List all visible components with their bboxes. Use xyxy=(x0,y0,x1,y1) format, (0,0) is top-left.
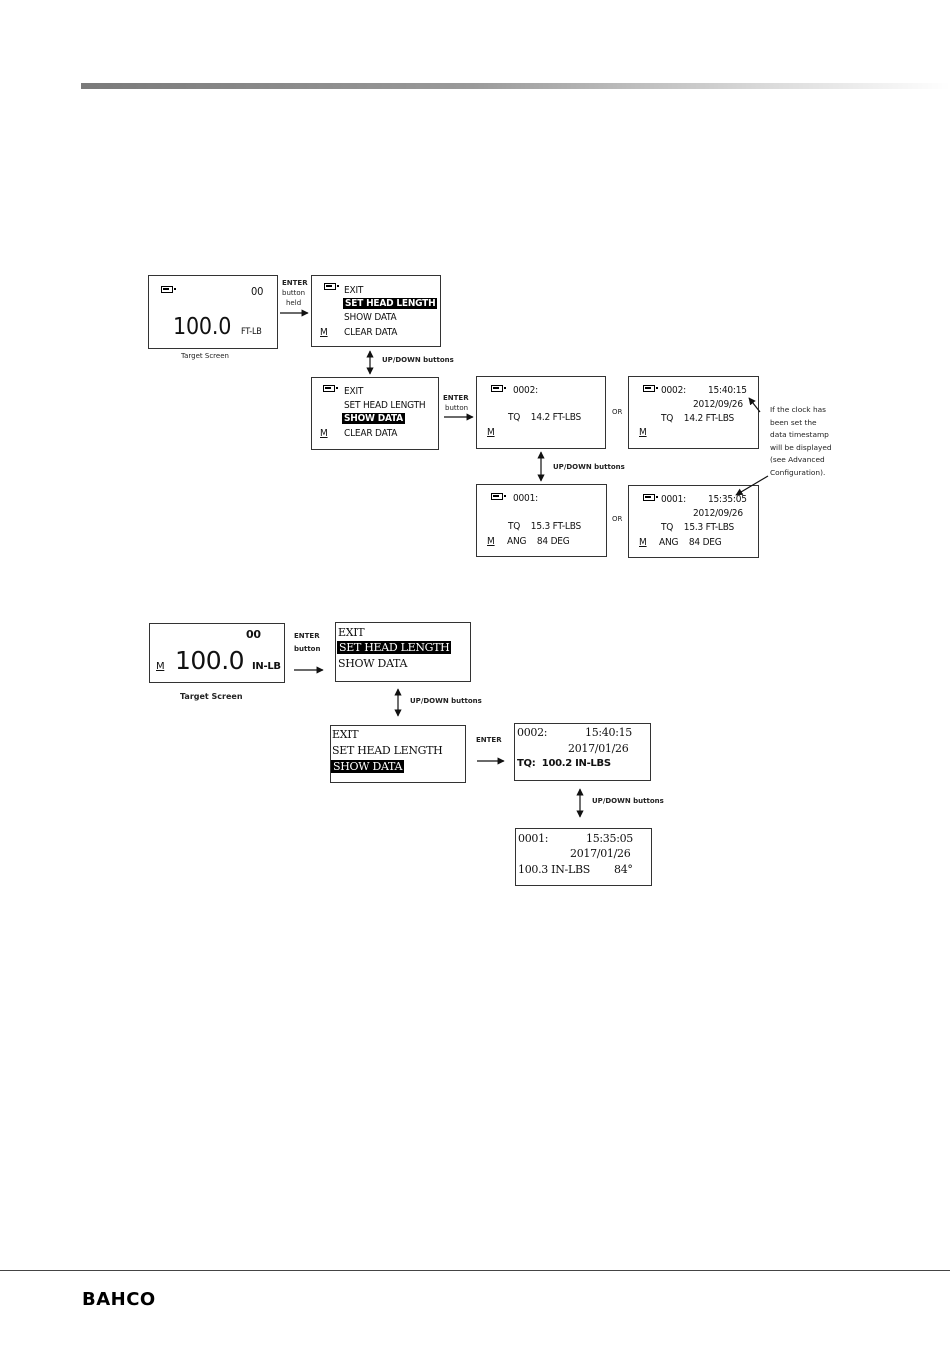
enter-held-label-1: ENTER xyxy=(282,279,308,287)
menu-item-show-data: SHOW DATA xyxy=(338,657,408,670)
record-angle: 84° xyxy=(614,863,633,876)
record-torque: TQ 14.2 FT-LBS xyxy=(508,412,582,423)
torque-value: 100.0 xyxy=(175,646,245,675)
battery-icon xyxy=(643,385,658,392)
menu-screen-show-data: EXIT SET HEAD LENGTH SHOW DATA M CLEAR D… xyxy=(311,377,439,450)
enter-button-label-1: ENTER xyxy=(294,632,320,640)
record-date: 2012/09/26 xyxy=(693,399,743,410)
enter-button-label-1: ENTER xyxy=(443,394,469,402)
updown-label-1: UP/DOWN buttons xyxy=(382,356,454,364)
battery-icon xyxy=(161,286,176,293)
bahco-logo: BAHCO xyxy=(82,1289,156,1310)
enter-button-label-2: button xyxy=(294,645,321,653)
memory-flag: M xyxy=(320,327,328,338)
record-angle: ANG 84 DEG xyxy=(659,537,722,548)
battery-icon xyxy=(324,283,339,290)
record-0001-screen: 0001: TQ 15.3 FT-LBS M ANG 84 DEG xyxy=(476,484,607,557)
record-id: 0001: xyxy=(518,832,549,845)
target-screen-caption: Target Screen xyxy=(180,692,243,701)
record-id: 0001: xyxy=(513,493,538,504)
updown-label-2: UP/DOWN buttons xyxy=(592,797,664,805)
target-screen-caption: Target Screen xyxy=(181,352,229,360)
memory-flag: M xyxy=(156,661,165,672)
footer-rule xyxy=(0,1270,950,1271)
record-0002-screen: 0002: TQ 14.2 FT-LBS M xyxy=(476,376,606,449)
record-0001-screen: 0001: 15:35:05 2017/01/26 100.3 IN-LBS 8… xyxy=(515,828,652,886)
target-screen-in: 00 M 100.0 IN-LB xyxy=(149,623,285,683)
arrow-note-1 xyxy=(748,397,761,413)
enter-label: ENTER xyxy=(476,736,502,744)
record-id: 0001: xyxy=(661,494,686,505)
record-0002-timestamp-screen: 0002: 15:40:15 2012/09/26 TQ 14.2 FT-LBS… xyxy=(628,376,759,449)
memory-count: 00 xyxy=(251,285,264,298)
arrow-note-2 xyxy=(735,475,769,496)
or-label-1: OR xyxy=(612,408,623,416)
record-0002-screen: 0002: 15:40:15 2017/01/26 TQ: 100.2 IN-L… xyxy=(514,723,651,781)
battery-icon xyxy=(643,494,658,501)
enter-button-label-2: button xyxy=(445,404,469,412)
record-torque: TQ 14.2 FT-LBS xyxy=(661,413,735,424)
record-id: 0002: xyxy=(513,385,538,396)
menu-item-exit: EXIT xyxy=(344,386,364,397)
menu-item-clear-data: CLEAR DATA xyxy=(344,428,398,439)
timestamp-note: If the clock has been set the data times… xyxy=(770,405,832,477)
record-torque: TQ: 100.2 IN-LBS xyxy=(517,758,611,769)
torque-unit: FT-LB xyxy=(241,327,262,337)
record-time: 15:40:15 xyxy=(585,726,633,739)
memory-flag: M xyxy=(320,428,328,439)
menu-item-set-head-length: SET HEAD LENGTH xyxy=(332,744,443,757)
record-date: 2017/01/26 xyxy=(568,742,629,755)
battery-icon xyxy=(491,385,506,392)
menu-screen-set-head: EXIT SET HEAD LENGTH SHOW DATA M CLEAR D… xyxy=(311,275,441,347)
enter-held-label-3: held xyxy=(286,299,302,307)
enter-held-label-2: button xyxy=(282,289,306,297)
updown-label-1: UP/DOWN buttons xyxy=(410,697,482,705)
record-torque: TQ 15.3 FT-LBS xyxy=(661,522,735,533)
target-screen-ft: 00 100.0 FT-LB xyxy=(148,275,278,349)
menu-item-set-head-length: SET HEAD LENGTH xyxy=(343,298,438,309)
record-date: 2017/01/26 xyxy=(570,847,631,860)
memory-flag: M xyxy=(487,536,495,547)
or-label-2: OR xyxy=(612,515,623,523)
header-rule xyxy=(81,83,950,89)
menu-item-set-head-length: SET HEAD LENGTH xyxy=(344,400,426,411)
memory-flag: M xyxy=(639,427,647,438)
menu-item-set-head-length: SET HEAD LENGTH xyxy=(337,641,452,654)
menu-item-exit: EXIT xyxy=(344,285,364,296)
record-id: 0002: xyxy=(517,726,548,739)
torque-unit: IN-LB xyxy=(252,661,281,672)
record-id: 0002: xyxy=(661,385,686,396)
menu-item-exit: EXIT xyxy=(338,626,365,639)
menu-screen-show-data: EXIT SET HEAD LENGTH SHOW DATA xyxy=(330,725,466,783)
torque-value: 100.0 xyxy=(173,314,232,340)
memory-flag: M xyxy=(487,427,495,438)
record-torque: TQ 15.3 FT-LBS xyxy=(508,521,582,532)
record-time: 15:35:05 xyxy=(586,832,634,845)
updown-label-2: UP/DOWN buttons xyxy=(553,463,625,471)
record-time: 15:40:15 xyxy=(708,385,747,396)
record-0001-timestamp-screen: 0001: 15:35:05 2012/09/26 TQ 15.3 FT-LBS… xyxy=(628,485,759,558)
battery-icon xyxy=(323,385,338,392)
menu-item-exit: EXIT xyxy=(332,728,359,741)
menu-screen-set-head: EXIT SET HEAD LENGTH SHOW DATA xyxy=(335,622,471,682)
menu-item-show-data: SHOW DATA xyxy=(342,413,405,424)
record-angle: ANG 84 DEG xyxy=(507,536,570,547)
record-date: 2012/09/26 xyxy=(693,508,743,519)
record-torque: 100.3 IN-LBS xyxy=(518,863,590,876)
menu-item-show-data: SHOW DATA xyxy=(331,760,405,773)
memory-flag: M xyxy=(639,537,647,548)
memory-count: 00 xyxy=(246,628,261,641)
battery-icon xyxy=(491,493,506,500)
record-time: 15:35:05 xyxy=(708,494,747,505)
menu-item-clear-data: CLEAR DATA xyxy=(344,327,398,338)
menu-item-show-data: SHOW DATA xyxy=(344,312,397,323)
